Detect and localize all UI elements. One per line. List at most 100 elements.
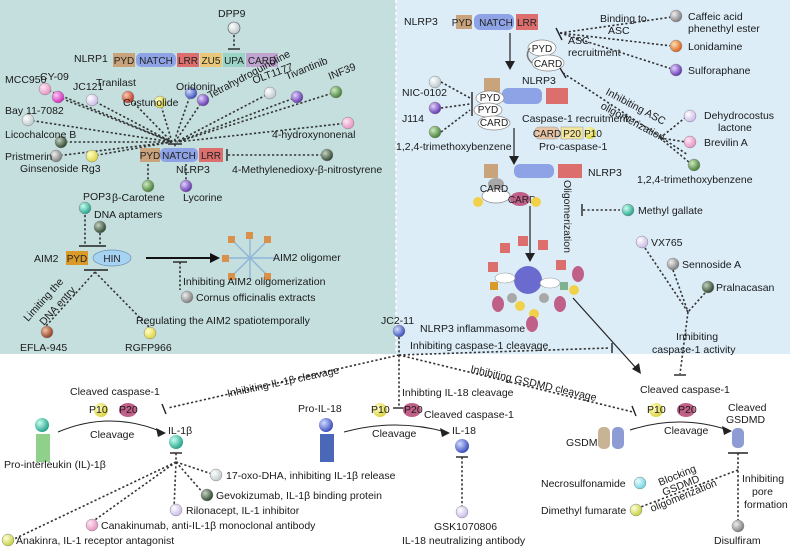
caffeic-compound-icon: [669, 9, 683, 23]
nlrp3-left-label: NLRP3: [176, 164, 210, 176]
svg-text:Cleaved caspase-1: Cleaved caspase-1: [70, 386, 160, 398]
lonidamine-compound-icon: [669, 39, 683, 53]
svg-text:Sennoside A: Sennoside A: [682, 259, 741, 271]
svg-text:Costunolide: Costunolide: [123, 97, 179, 109]
svg-text:Canakinumab, anti-IL-1β monocl: Canakinumab, anti-IL-1β monoclonal antib…: [101, 520, 316, 532]
oxo-dha-compound-icon: [209, 468, 223, 482]
svg-text:Brevilin A: Brevilin A: [704, 137, 748, 149]
svg-text:NATCH: NATCH: [479, 18, 513, 29]
svg-text:CY-09: CY-09: [40, 71, 69, 83]
j114-compound-icon: [428, 101, 442, 115]
carotene-compound-icon: [141, 179, 155, 193]
svg-text:P10: P10: [371, 404, 390, 416]
tetrahydroquinoline-compound-icon: [196, 93, 210, 107]
aim2-label: AIM2: [34, 253, 59, 265]
svg-text:Bay 11-7082: Bay 11-7082: [5, 105, 64, 117]
inhibiting-pore-label: Inhibiting: [742, 473, 784, 485]
jc121-compound-icon: [85, 93, 99, 107]
nlrp3-assembly-group: NLRP3 PYD NATCH LRR PYD CARD ASC recruit…: [396, 9, 775, 376]
procaspase-label: Pro-caspase-1: [539, 141, 607, 153]
pralnacasan-compound-icon: [701, 280, 715, 294]
svg-text:P10: P10: [89, 404, 108, 416]
inhibit-aim2-olig-label: Inhibiting AIM2 oligomerization: [183, 276, 326, 288]
brevilin-compound-icon: [683, 135, 697, 149]
right-panel: [396, 0, 790, 354]
sennoside-compound-icon: [666, 257, 680, 271]
svg-text:Necrosulfonamide: Necrosulfonamide: [541, 478, 626, 490]
svg-text:CARD: CARD: [248, 56, 276, 67]
cornus-compound-icon: [180, 290, 194, 304]
svg-text:Lycorine: Lycorine: [183, 192, 222, 204]
pro-il1b-icon: [35, 418, 49, 432]
nlrp1-natch-domain: [136, 53, 176, 67]
gevokizumab-compound-icon: [200, 488, 214, 502]
svg-text:1,2,4-trimethoxybenzene: 1,2,4-trimethoxybenzene: [396, 141, 512, 153]
jc2-label: JC2-11: [381, 315, 414, 327]
svg-text:RGFP966: RGFP966: [125, 342, 172, 354]
nlrp1-lrr-domain: [177, 53, 199, 67]
svg-text:Dehydrocostus: Dehydrocostus: [704, 110, 774, 122]
svg-text:Rilonacept, IL-1 inhibitor: Rilonacept, IL-1 inhibitor: [186, 505, 300, 517]
svg-text:1,2,4-trimethoxybenzene: 1,2,4-trimethoxybenzene: [637, 174, 753, 186]
svg-text:17-oxo-DHA, inhibiting IL-1β r: 17-oxo-DHA, inhibiting IL-1β release: [226, 470, 396, 482]
svg-text:CARD: CARD: [480, 118, 508, 129]
licochalcone-compound-icon: [54, 135, 68, 149]
pop3-label: POP3: [83, 191, 111, 203]
tivantinib-compound-icon: [290, 90, 304, 104]
aim2-pyd-domain: [66, 251, 88, 265]
pro-il18-icon: [319, 418, 333, 432]
nlrp1-group: DPP9 NLRP1 PYD NATCH LRR ZU5 UPA CARD: [74, 8, 278, 67]
svg-text:HIN: HIN: [103, 254, 120, 265]
svg-text:Pristmerin: Pristmerin: [5, 151, 52, 163]
svg-text:GSDMD: GSDMD: [566, 437, 606, 449]
nlrp1-card-domain: [246, 53, 278, 67]
svg-text:lactone: lactone: [718, 122, 752, 134]
svg-text:Gevokizumab, IL-1β binding pro: Gevokizumab, IL-1β binding protein: [216, 490, 382, 502]
inflammasome-complex-icon: [488, 236, 584, 332]
nlrp1-label: NLRP1: [74, 53, 108, 65]
nlrp3-top-label: NLRP3: [404, 16, 438, 28]
methylenedioxy-compound-icon: [320, 148, 334, 162]
dmf-compound-icon: [629, 503, 643, 517]
bay117082-compound-icon: [21, 113, 35, 127]
svg-text:Dimethyl fumarate: Dimethyl fumarate: [541, 505, 626, 517]
svg-text:Oridonin: Oridonin: [176, 81, 216, 93]
svg-text:IL-18: IL-18: [452, 425, 476, 437]
regulating-label: Regulating the AIM2 spatiotemporally: [136, 315, 311, 327]
svg-text:P20: P20: [404, 404, 423, 416]
canakinumab-compound-icon: [85, 518, 99, 532]
il1b-icon: [169, 435, 183, 449]
svg-text:PYD: PYD: [140, 151, 161, 162]
il18-icon: [455, 439, 469, 453]
caspase-recruitment-label: Caspase-1 recruitment: [522, 113, 628, 125]
svg-text:NATCH: NATCH: [139, 56, 173, 67]
svg-text:formation: formation: [744, 499, 788, 511]
svg-text:pore: pore: [752, 486, 773, 498]
svg-text:IL-1β: IL-1β: [168, 425, 192, 437]
svg-text:4-Methylenedioxy-β-nitrostyren: 4-Methylenedioxy-β-nitrostyrene: [232, 164, 382, 176]
svg-text:LRR: LRR: [517, 18, 537, 29]
hydroxynonenal-compound-icon: [341, 116, 355, 130]
svg-text:NATCH: NATCH: [162, 151, 196, 162]
svg-text:ZU5: ZU5: [202, 56, 221, 67]
svg-text:LRR: LRR: [201, 151, 221, 162]
svg-text:GSDMD: GSDMD: [726, 414, 766, 426]
gsdmd-icon: [598, 427, 610, 449]
svg-text:CARD: CARD: [534, 59, 562, 70]
nlrp3-left-lrr: [199, 148, 223, 162]
methyl-gallate-compound-icon: [621, 203, 635, 217]
svg-text:Ginsenoside Rg3: Ginsenoside Rg3: [20, 163, 101, 175]
rilonacept-compound-icon: [169, 503, 183, 517]
pop3-compound-icon: [78, 201, 92, 215]
svg-text:PYD: PYD: [67, 254, 88, 265]
svg-text:JC121: JC121: [73, 81, 104, 93]
svg-text:UPA: UPA: [224, 56, 244, 67]
lycorine-compound-icon: [179, 179, 193, 193]
svg-text:GSK1070806: GSK1070806: [434, 521, 497, 533]
nlrp3-left-group: PYD NATCH LRR NLRP3 4-Methylenedioxy-β-n…: [112, 148, 382, 204]
disulfiram-compound-icon: [731, 519, 745, 533]
svg-text:Cleaved: Cleaved: [728, 402, 767, 414]
svg-text:P20: P20: [563, 129, 581, 140]
cleaved-gsdmd-icon: [732, 428, 744, 448]
